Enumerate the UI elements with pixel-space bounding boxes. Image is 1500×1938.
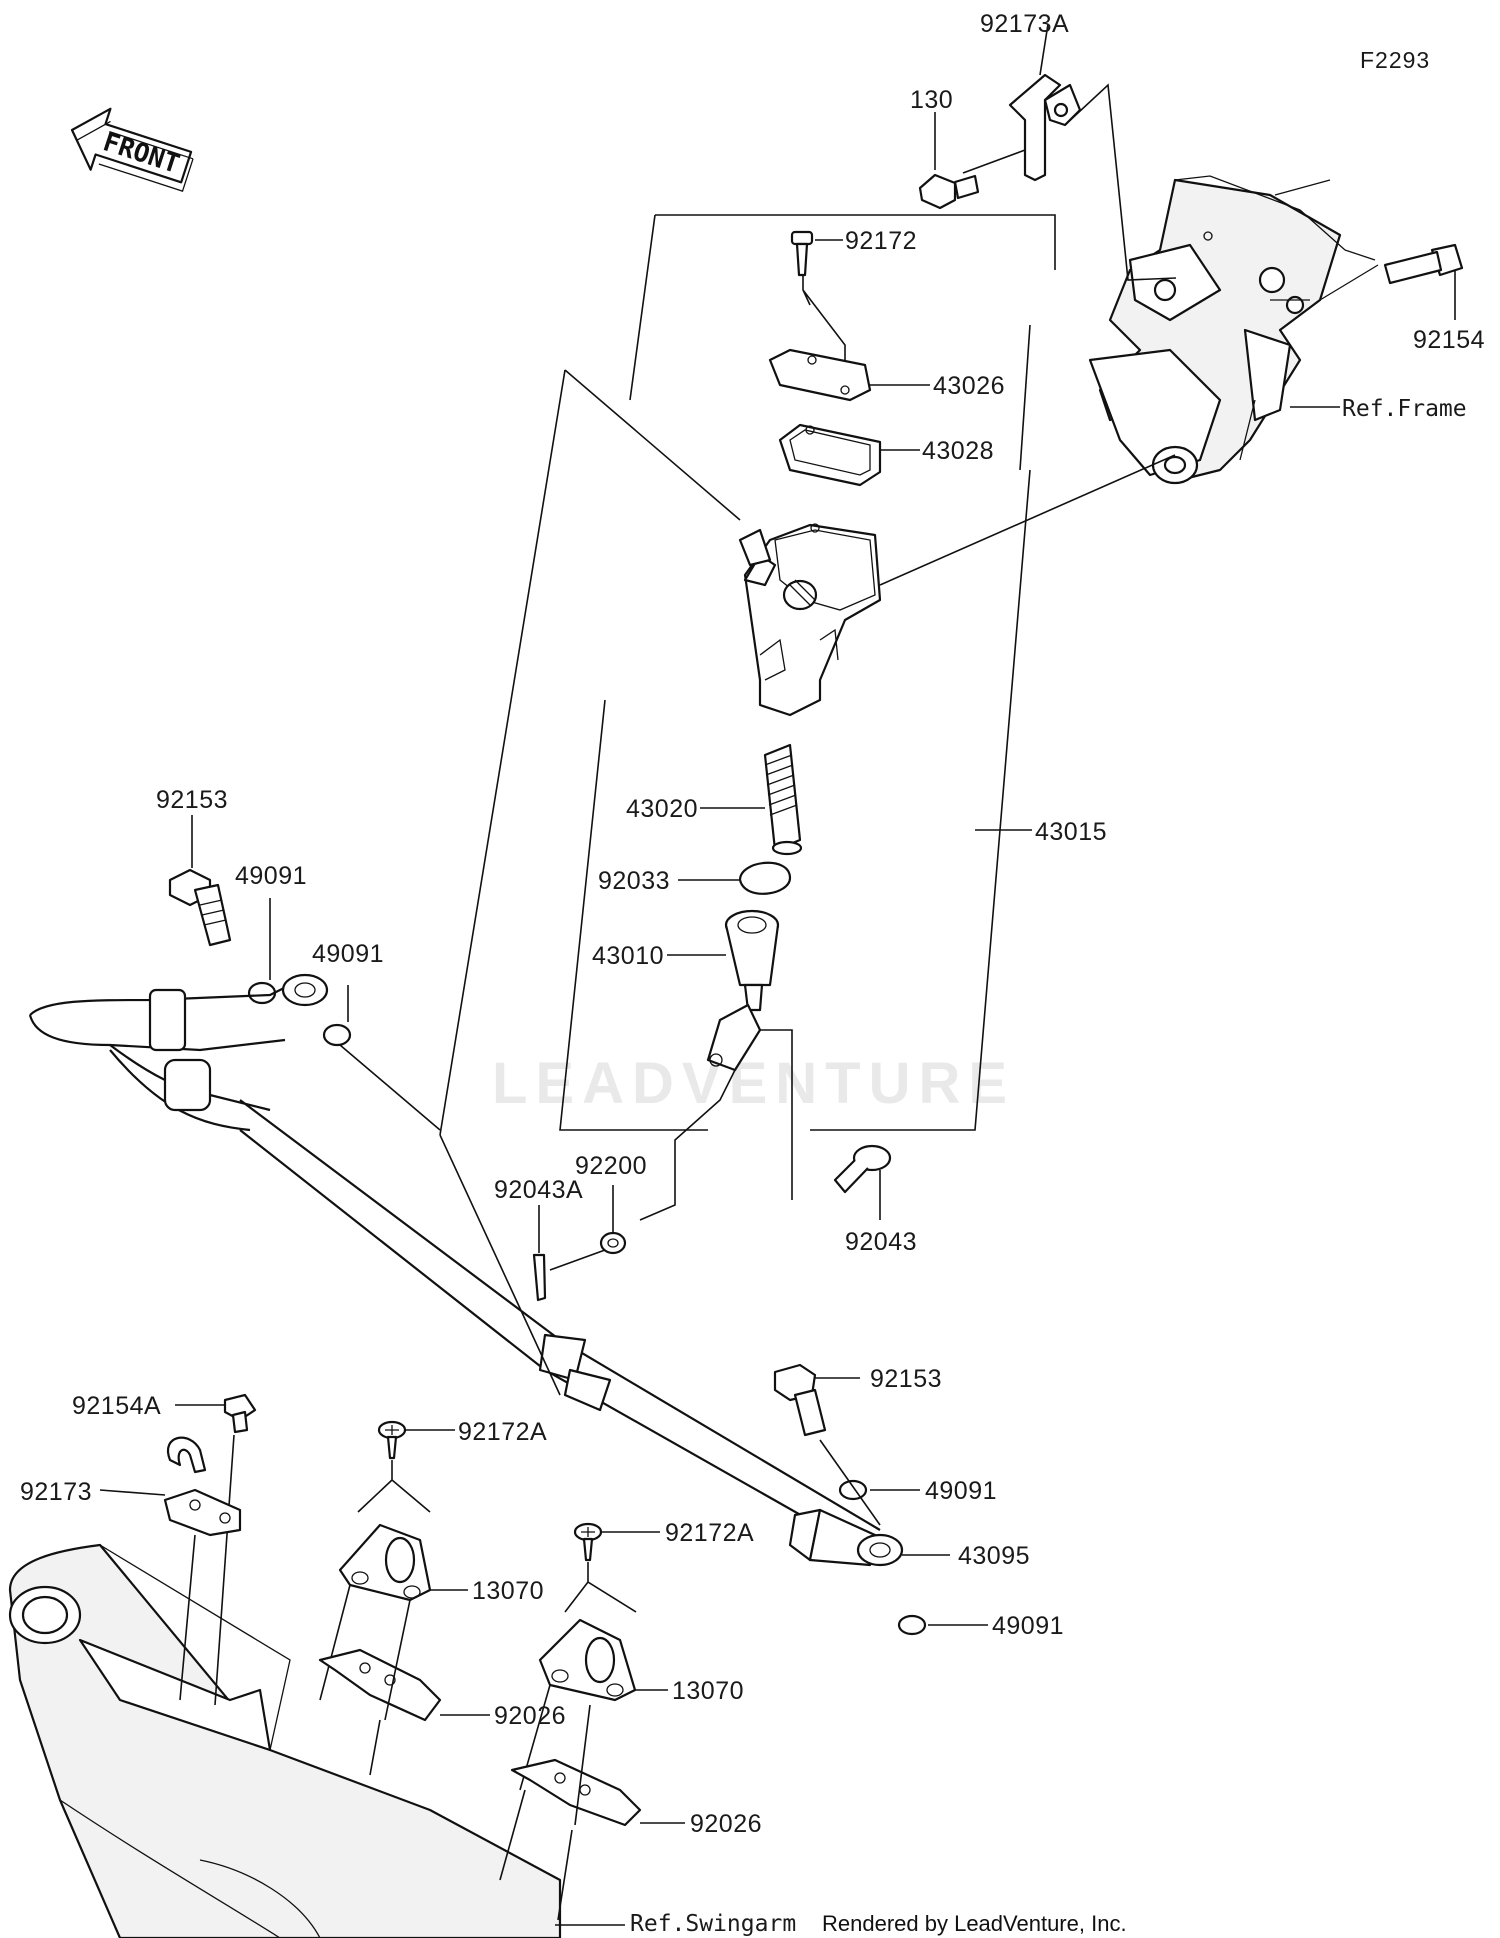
circlip-92033 [678,861,792,895]
spring-43020 [700,743,803,856]
callout-92033: 92033 [598,867,670,895]
callout-92154a: 92154A [72,1392,161,1420]
callout-92043: 92043 [845,1228,917,1256]
banjo-bolt-92153-bottom [773,1363,860,1437]
washer-92200 [549,1185,627,1271]
callout-49091-a: 49091 [235,862,307,890]
hose-guide-92026-b [499,1704,685,1921]
pin-92043 [833,1144,892,1220]
callout-43028: 43028 [922,437,994,465]
callout-92173: 92173 [20,1478,92,1506]
banjo-bolt-92153-top [168,815,232,947]
washer-49091-a [247,898,277,1005]
figure-code: F2293 [1360,47,1430,73]
hose-holder-13070-b [519,1618,668,1791]
callout-43020: 43020 [626,795,698,823]
washer-49091-d [897,1614,988,1636]
watermark: LEADVENTURE [492,1051,1015,1116]
screw-92172a-b [564,1522,660,1613]
clip-92173 [99,1436,242,1701]
callout-43026: 43026 [933,372,1005,400]
bolt-92154 [1383,243,1464,320]
brake-hose [28,973,904,1567]
callout-92153-top: 92153 [156,786,228,814]
callout-92153-bottom: 92153 [870,1365,942,1393]
callout-92172: 92172 [845,227,917,255]
clip-92173a [962,23,1177,281]
callout-92172a-a: 92172A [458,1418,547,1446]
washer-49091-c [819,1439,920,1526]
callout-92173a: 92173A [980,10,1069,38]
screw-92172a-a [357,1420,455,1513]
callout-130: 130 [910,86,953,114]
hose-holder-13070-a [319,1523,468,1701]
assembly-outline-43015 [439,214,1056,1136]
callout-13070-a: 13070 [472,1577,544,1605]
callout-92154: 92154 [1413,326,1485,354]
credit-text: Rendered by LeadVenture, Inc. [822,1911,1127,1936]
callout-13070-b: 13070 [672,1677,744,1705]
callout-49091-b: 49091 [312,940,384,968]
washer-49091-b [322,985,352,1047]
reservoir-cap-43026 [768,348,930,402]
bolt-92154a [175,1393,257,1706]
ref-frame-label: Ref.Frame [1342,396,1467,422]
bolt-130 [918,112,980,210]
master-cylinder-body [738,454,1176,717]
callout-49091-c: 49091 [925,1477,997,1505]
piston-43010 [639,909,793,1221]
swingarm [8,1543,625,1938]
callout-43095: 43095 [958,1542,1030,1570]
frame-assembly [1088,175,1379,485]
callout-92026-a: 92026 [494,1702,566,1730]
cotter-pin-92043a [532,1205,547,1302]
hose-assembly-lines [339,1044,561,1396]
hose-guide-92026-a [318,1599,490,1776]
callout-92200: 92200 [575,1152,647,1180]
callout-49091-d: 49091 [992,1612,1064,1640]
front-arrow-icon: FRONT [70,107,194,192]
ref-swingarm-label: Ref.Swingarm [630,1911,796,1937]
callout-43010: 43010 [592,942,664,970]
callout-92043a: 92043A [494,1176,583,1204]
callout-43015: 43015 [1035,818,1107,846]
callout-92026-b: 92026 [690,1810,762,1838]
diaphragm-43028 [778,423,920,487]
callout-92172a-b: 92172A [665,1519,754,1547]
